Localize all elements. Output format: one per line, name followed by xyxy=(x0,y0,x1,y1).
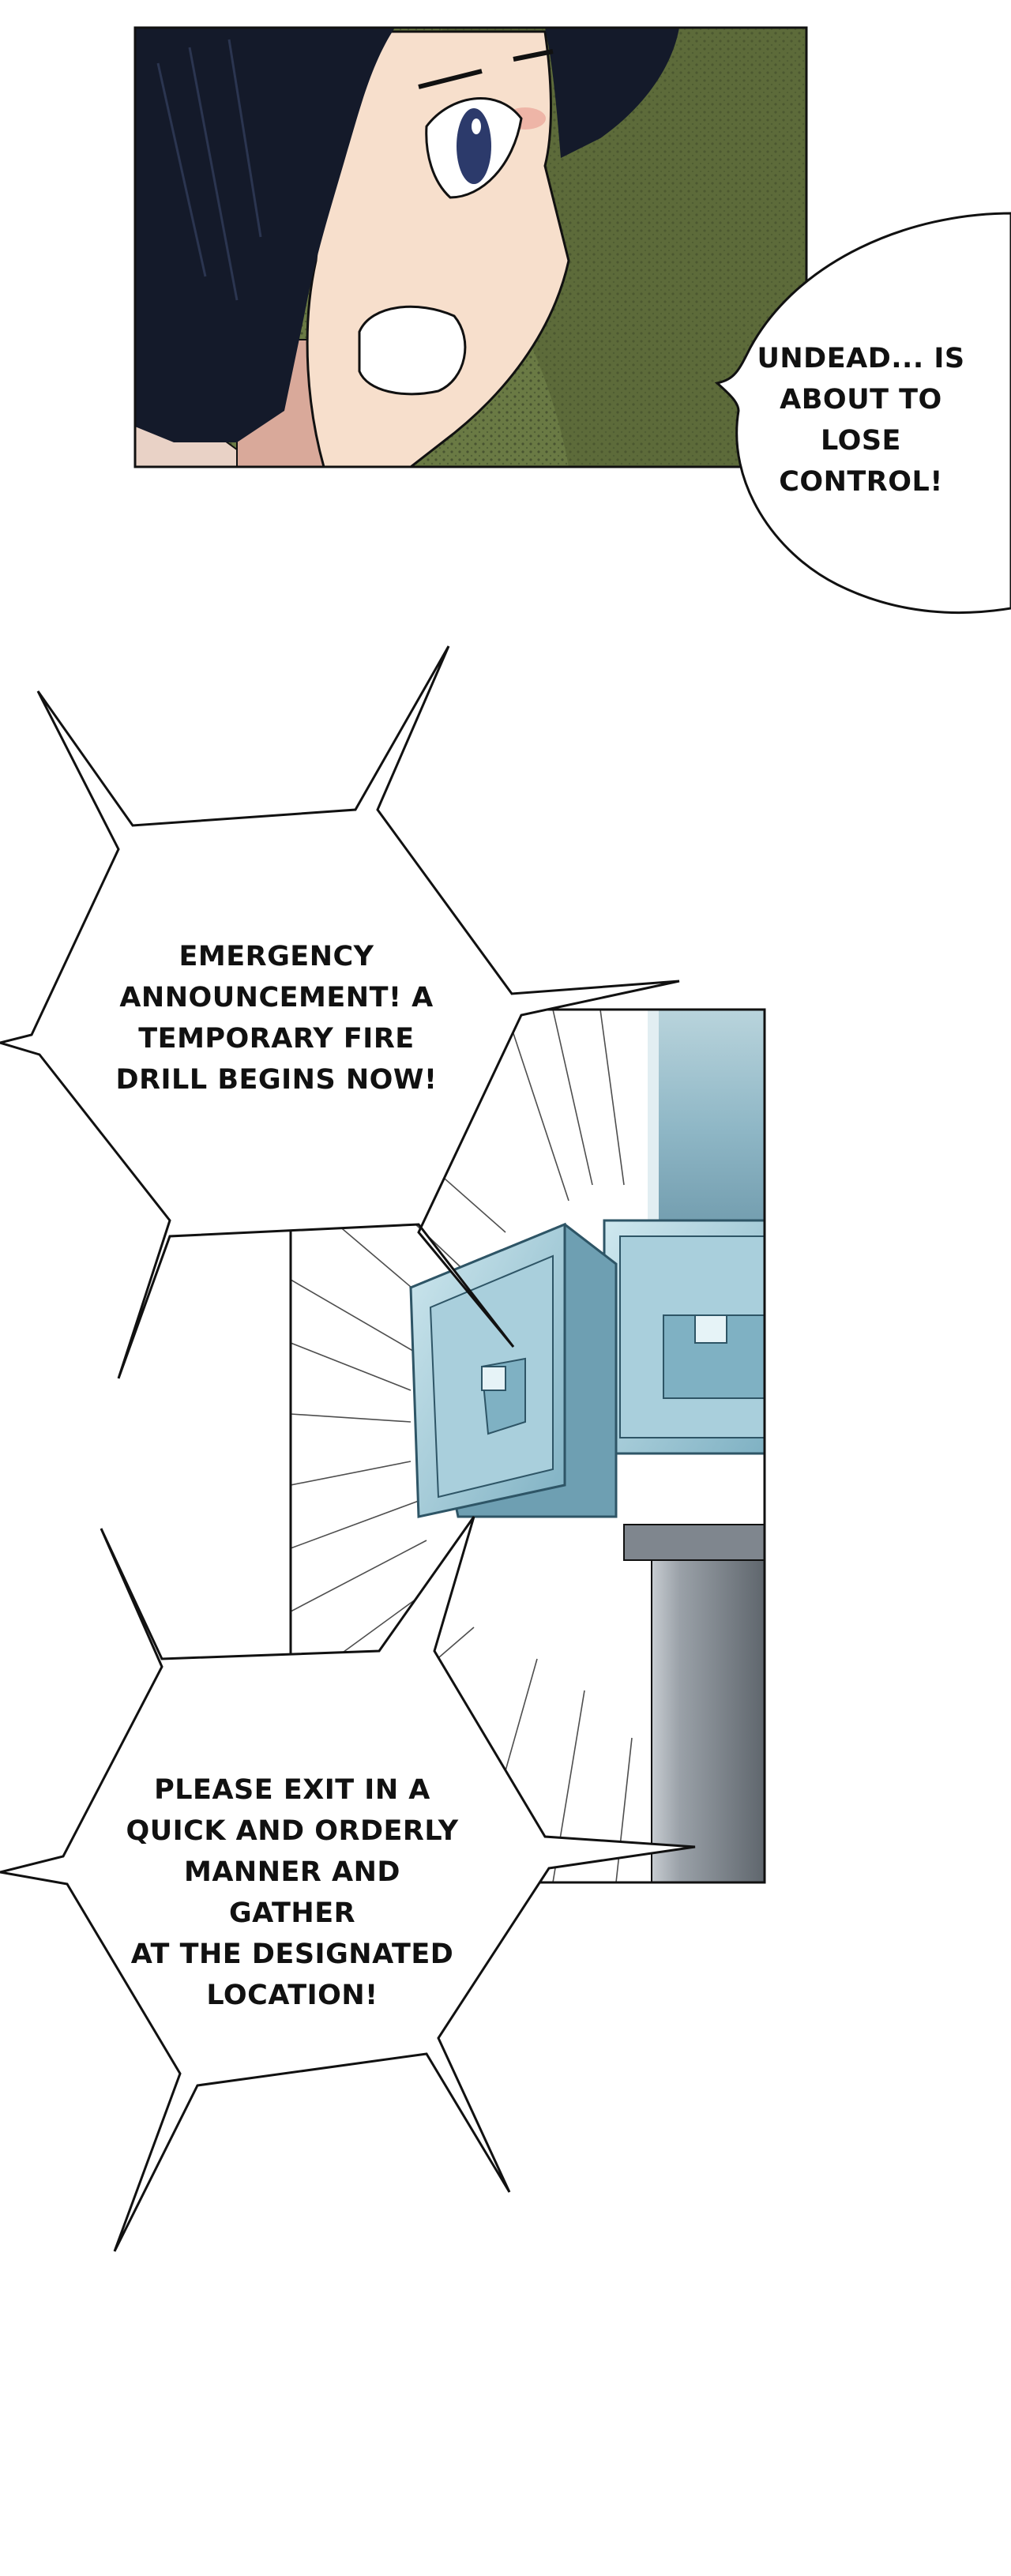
announcement-text-2: PLEASE EXIT IN A QUICK AND ORDERLY MANNE… xyxy=(126,1774,459,2011)
announcement-text-1: EMERGENCY ANNOUNCEMENT! A TEMPORARY FIRE… xyxy=(115,941,438,1096)
speech-bubble xyxy=(714,212,1011,615)
announcement-bubble-2 xyxy=(0,1516,696,2252)
speaker-pole xyxy=(651,1547,765,1882)
loudspeaker-horn-right xyxy=(603,1219,765,1455)
panel-character-face xyxy=(135,28,806,467)
mouth xyxy=(358,305,467,396)
panel-loudspeaker xyxy=(291,1010,765,1882)
announcement-bubble-1 xyxy=(0,645,680,1379)
hair xyxy=(135,28,395,442)
loudspeaker-horn-left xyxy=(409,1222,618,1518)
speech-bubble-text: UNDEAD... IS ABOUT TO LOSE CONTROL! xyxy=(757,343,965,498)
